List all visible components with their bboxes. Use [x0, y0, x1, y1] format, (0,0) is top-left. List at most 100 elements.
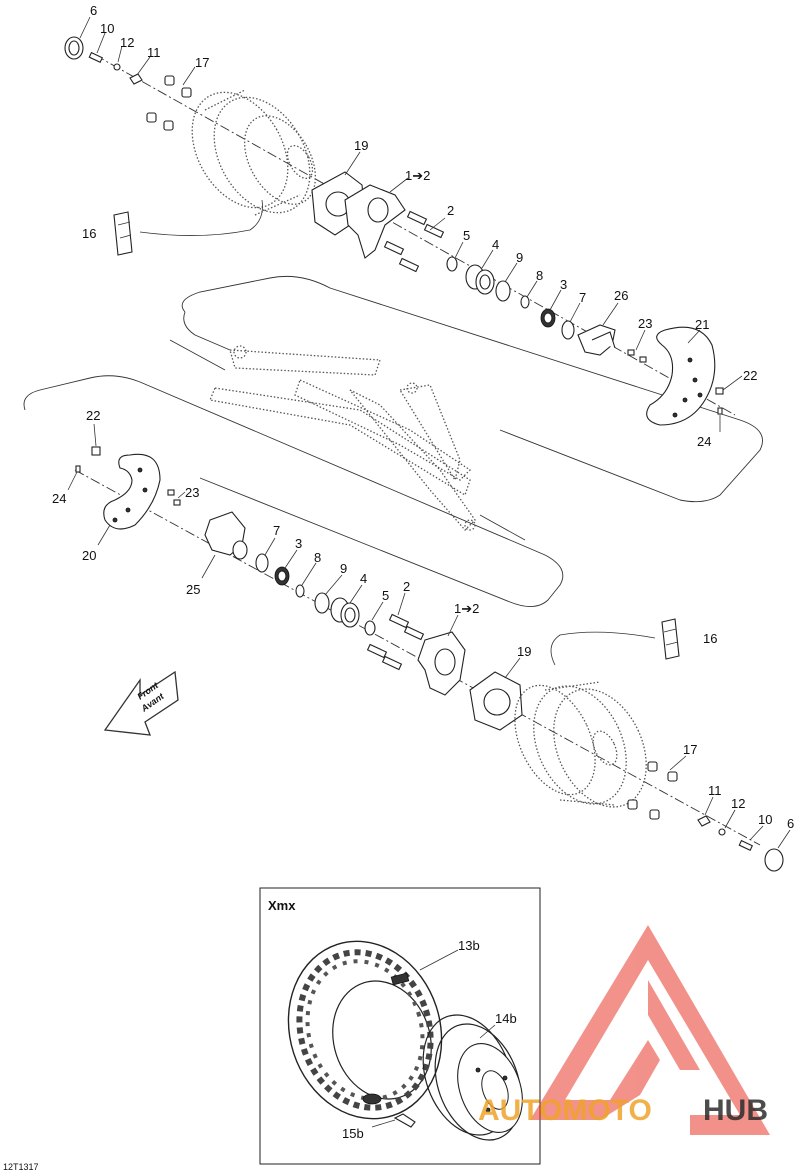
- callout-1-2-top: 1➔2: [405, 168, 430, 183]
- callout-25: 25: [186, 582, 200, 597]
- brake-disc-20: [103, 453, 161, 530]
- bolts-2-top: [383, 210, 445, 273]
- callout-16-lower: 16: [703, 631, 717, 646]
- callout-8-top: 8: [536, 268, 543, 283]
- ring-8-top: [520, 295, 530, 309]
- callout-10-lower: 10: [758, 812, 772, 827]
- bolts-2-lower: [366, 613, 425, 671]
- washer-12-top: [113, 63, 121, 71]
- drawing-code: 12T1317: [3, 1162, 39, 1172]
- callout-13b: 13b: [458, 938, 480, 953]
- leader-16-lower: [550, 631, 656, 666]
- arrow-to-arm-lower: [479, 514, 526, 541]
- wheel-weight-16-lower: [661, 618, 680, 660]
- ring-7-lower: [255, 553, 269, 573]
- brake-plate-19-lower: [469, 671, 523, 731]
- tab-11-lower: [697, 815, 711, 827]
- callout-7-lower: 7: [273, 523, 280, 538]
- callout-23-top: 23: [638, 316, 652, 331]
- callout-1-2-lower: 1➔2: [454, 601, 479, 616]
- callout-22-left: 22: [86, 408, 100, 423]
- front-direction-arrow: Front Avant: [103, 670, 179, 736]
- callout-22-top: 22: [743, 368, 757, 383]
- callout-15b: 15b: [342, 1126, 364, 1141]
- callout-3-top: 3: [560, 277, 567, 292]
- callout-9-lower: 9: [340, 561, 347, 576]
- watermark-brand-part2: HUB: [703, 1094, 768, 1127]
- washer-5-top: [446, 256, 458, 272]
- screw-24-left: [75, 465, 81, 473]
- leader-16-top: [139, 199, 263, 236]
- valve-15b: [393, 1113, 416, 1128]
- bearing-4-lower: [330, 597, 360, 628]
- rim-14b: [422, 1014, 523, 1141]
- callout-6-lower: 6: [787, 816, 794, 831]
- callout-24-top: 24: [697, 434, 711, 449]
- callout-23-left: 23: [185, 485, 199, 500]
- wheel-nuts-17-top: [146, 75, 192, 131]
- watermark-logo: [530, 925, 770, 1135]
- seal-3-lower: [274, 566, 290, 586]
- callout-2-top: 2: [447, 203, 454, 218]
- lower-group-outline: [23, 375, 564, 607]
- watermark-text: AUTOMOTO HUB: [478, 1094, 768, 1127]
- brake-disc-21: [646, 326, 716, 426]
- wheel-weight-16-top: [113, 211, 133, 256]
- callout-4-top: 4: [492, 237, 499, 252]
- caliper-25: [204, 511, 248, 560]
- callout-19-lower: 19: [517, 644, 531, 659]
- ring-7-top: [561, 320, 575, 340]
- callout-9-top: 9: [516, 250, 523, 265]
- cap-6-lower: [764, 848, 784, 872]
- callout-11-lower: 11: [708, 783, 722, 798]
- callout-14b: 14b: [495, 1011, 517, 1026]
- callout-labels: 6 10 12 11 17 19 1➔2 2 16 5 4 9 8 3 7 26…: [52, 3, 794, 831]
- screw-24-top: [717, 407, 723, 415]
- callout-16-top: 16: [82, 226, 96, 241]
- arrow-to-arm: [169, 339, 226, 371]
- wheel-nuts-17-lower: [627, 761, 678, 820]
- bearing-4-top: [465, 264, 495, 295]
- upper-axle-centerline: [94, 54, 736, 416]
- lower-axle-centerline: [74, 469, 761, 846]
- wheel-rim-lower: [514, 681, 647, 808]
- leader-14b: [479, 1024, 496, 1039]
- callout-24-left: 24: [52, 491, 66, 506]
- callout-7-top: 7: [579, 290, 586, 305]
- ring-8-lower: [295, 584, 305, 598]
- wheel-rim-top: [191, 89, 317, 216]
- caliper-26-top: [577, 324, 616, 356]
- seal-3-top: [540, 308, 556, 328]
- tab-11-top: [129, 73, 143, 85]
- leader-15b: [371, 1119, 396, 1128]
- callout-17-lower: 17: [683, 742, 697, 757]
- callout-20: 20: [82, 548, 96, 563]
- callout-2-lower: 2: [403, 579, 410, 594]
- callout-12-lower: 12: [731, 796, 745, 811]
- xmx-inset: Xmx 13b 14b 15b: [259, 887, 541, 1165]
- suspension-a-arms: [209, 345, 476, 531]
- callout-leaders: [67, 16, 791, 849]
- callout-4-lower: 4: [360, 571, 367, 586]
- callout-5-lower: 5: [382, 588, 389, 603]
- suspension-group-outline: [181, 275, 763, 503]
- callout-21: 21: [695, 317, 709, 332]
- washer-12-lower: [718, 828, 726, 836]
- watermark-brand-part1: AUTOMOTO: [478, 1094, 652, 1127]
- callout-17-top: 17: [195, 55, 209, 70]
- clip-22-top: [715, 387, 724, 395]
- tire-13b: [287, 940, 443, 1120]
- knuckle-1-lower: [417, 631, 466, 696]
- callout-5-top: 5: [463, 228, 470, 243]
- cap-6-top: [64, 36, 84, 60]
- bolts-23-top: [627, 349, 647, 363]
- bolts-23-left: [167, 489, 181, 506]
- bolt-10-top: [88, 51, 104, 63]
- suspension-group-outline-left: [183, 311, 231, 351]
- callout-10-top: 10: [100, 21, 114, 36]
- knuckle-1-top: [344, 184, 406, 259]
- callout-11-top: 11: [147, 45, 161, 60]
- callout-3-lower: 3: [295, 536, 302, 551]
- callout-8-lower: 8: [314, 550, 321, 565]
